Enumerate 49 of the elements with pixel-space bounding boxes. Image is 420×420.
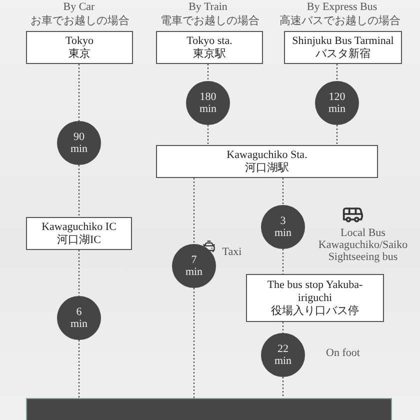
time-circle — [57, 296, 101, 340]
place-box — [156, 145, 378, 178]
dotted-connector — [282, 322, 284, 334]
time-circle — [186, 81, 230, 125]
column-heading: By Train — [188, 0, 228, 14]
annotation-text: Taxi — [221, 246, 243, 258]
dotted-connector — [78, 250, 80, 296]
column-heading: 電車でお越しの場合 — [160, 14, 260, 28]
place-box — [246, 274, 384, 322]
duration-text: 6 min — [69, 306, 89, 330]
place-name: 東京駅 — [193, 48, 226, 60]
destination-bar — [26, 398, 392, 420]
annotation-text: Local Bus Kawaguchiko/Saiko Sightseeing bus — [317, 227, 409, 263]
column-heading: By Express Bus — [306, 0, 378, 14]
place-name: Tokyo sta. — [186, 34, 232, 46]
dotted-connector — [336, 124, 338, 146]
column-heading: 高速バスでお越しの場合 — [278, 14, 402, 28]
dotted-connector — [78, 164, 80, 218]
duration-text: 90 min — [69, 131, 89, 155]
duration-text: 180 min — [198, 91, 218, 115]
place-name: バスタ新宿 — [316, 48, 370, 60]
time-circle — [315, 81, 359, 125]
time-circle — [57, 121, 101, 165]
place-box — [26, 31, 133, 64]
dotted-connector — [282, 376, 284, 398]
place-box — [156, 31, 263, 64]
place-box — [26, 217, 132, 250]
place-box — [284, 31, 402, 64]
place-name: The bus stop Yakuba-iriguchi — [266, 278, 364, 304]
place-name: Shinjuku Bus Tarminal — [292, 34, 394, 48]
place-name: Kawaguchiko IC — [42, 220, 116, 234]
place-name: Kawaguchiko Sta. — [226, 148, 308, 162]
duration-text: 22 min — [273, 343, 293, 367]
column-heading: By Car — [62, 0, 96, 14]
dotted-connector — [78, 64, 80, 122]
duration-text: 7 min — [184, 254, 204, 278]
dotted-connector — [282, 248, 284, 274]
duration-text: 120 min — [327, 91, 347, 115]
place-name: 河口湖駅 — [245, 162, 289, 174]
column-heading: お車でお越しの場合 — [30, 14, 130, 28]
dotted-connector — [78, 340, 80, 398]
place-name: 河口湖IC — [57, 234, 101, 246]
place-name: Tokyo — [66, 34, 94, 46]
dotted-connector — [336, 64, 338, 82]
place-name: 東京 — [68, 48, 90, 60]
duration-text: 3 min — [273, 215, 293, 239]
dotted-connector — [282, 178, 284, 206]
place-name: 役場入り口バス停 — [271, 304, 359, 318]
annotation-text: On foot — [325, 347, 361, 359]
